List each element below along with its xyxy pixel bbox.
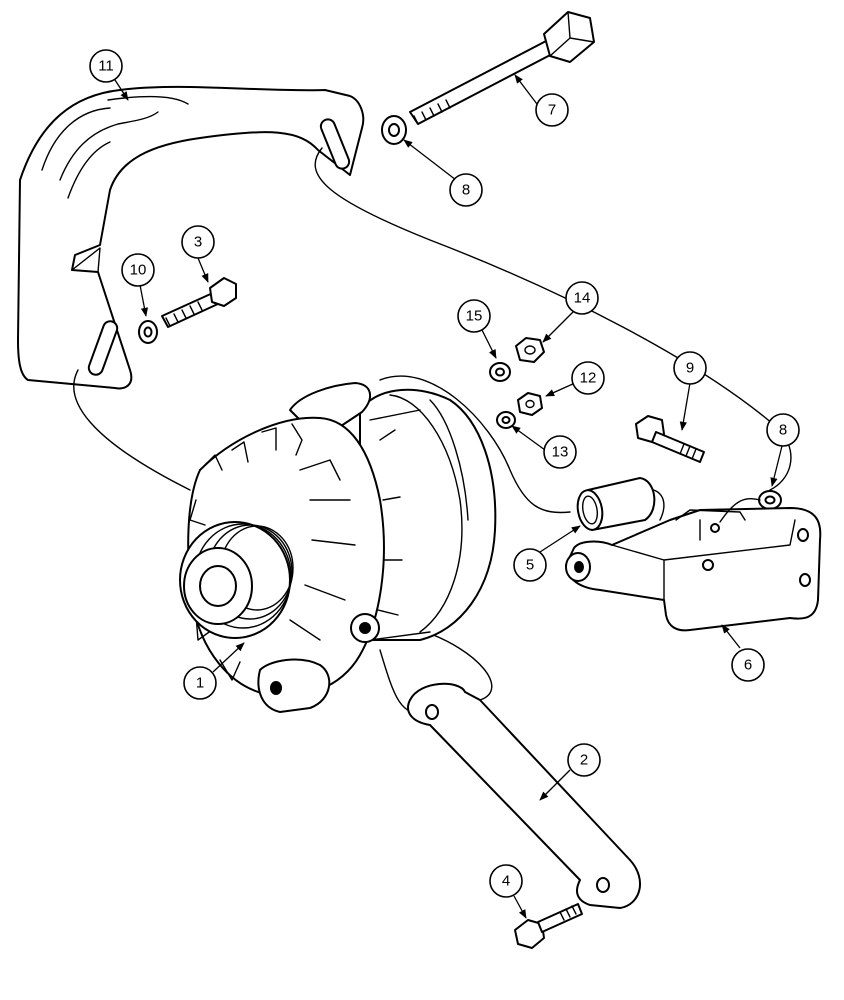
svg-text:2: 2: [580, 752, 588, 769]
upper-bracket: [17, 85, 365, 390]
washer-10: [138, 320, 158, 344]
lockwasher-15: [489, 362, 511, 382]
bolt-9: [635, 415, 705, 463]
callout-5: 5: [513, 548, 547, 582]
callout-8-right: 8: [766, 413, 800, 447]
callout-10: 10: [121, 253, 155, 287]
callout-12: 12: [571, 361, 605, 395]
svg-text:3: 3: [194, 234, 202, 251]
washer-top: [381, 115, 407, 145]
svg-text:9: 9: [686, 360, 694, 377]
guide-curve-alternator-to-spacer: [379, 375, 571, 514]
callout-7: 7: [535, 93, 569, 127]
guide-curve-bracket-to-alternator: [73, 369, 191, 491]
callout-6: 6: [731, 648, 765, 682]
callout-3: 3: [181, 225, 215, 259]
callout-9: 9: [673, 351, 707, 385]
svg-text:13: 13: [552, 444, 569, 461]
svg-text:5: 5: [526, 557, 534, 574]
svg-text:10: 10: [130, 262, 147, 279]
callout-15: 15: [457, 299, 491, 333]
bolt-3: [161, 277, 237, 328]
callout-8-top: 8: [449, 173, 483, 207]
callout-2: 2: [567, 743, 601, 777]
svg-text:11: 11: [98, 58, 114, 75]
svg-text:8: 8: [779, 422, 787, 439]
svg-text:7: 7: [548, 102, 556, 119]
callout-14: 14: [565, 281, 599, 315]
washer-right: [758, 490, 782, 510]
nut-12: [517, 392, 543, 416]
bolt-4: [514, 903, 583, 949]
svg-text:6: 6: [744, 657, 752, 674]
nut-14: [515, 337, 545, 363]
callout-11: 11: [89, 49, 123, 83]
adjusting-link: [407, 682, 641, 909]
callout-13: 13: [543, 435, 577, 469]
lockwasher-13: [496, 411, 516, 429]
svg-text:14: 14: [574, 290, 591, 307]
svg-text:15: 15: [466, 308, 483, 325]
mount-bracket: [565, 497, 822, 632]
callout-4: 4: [489, 864, 523, 898]
long-bolt: [409, 11, 595, 125]
svg-text:4: 4: [502, 873, 510, 890]
svg-text:8: 8: [462, 182, 470, 199]
svg-text:1: 1: [196, 675, 204, 692]
alternator: [179, 382, 497, 713]
svg-text:12: 12: [580, 370, 597, 387]
spacer-sleeve: [576, 477, 656, 531]
guide-curve-link-upper: [419, 629, 493, 701]
callout-1: 1: [183, 666, 217, 700]
